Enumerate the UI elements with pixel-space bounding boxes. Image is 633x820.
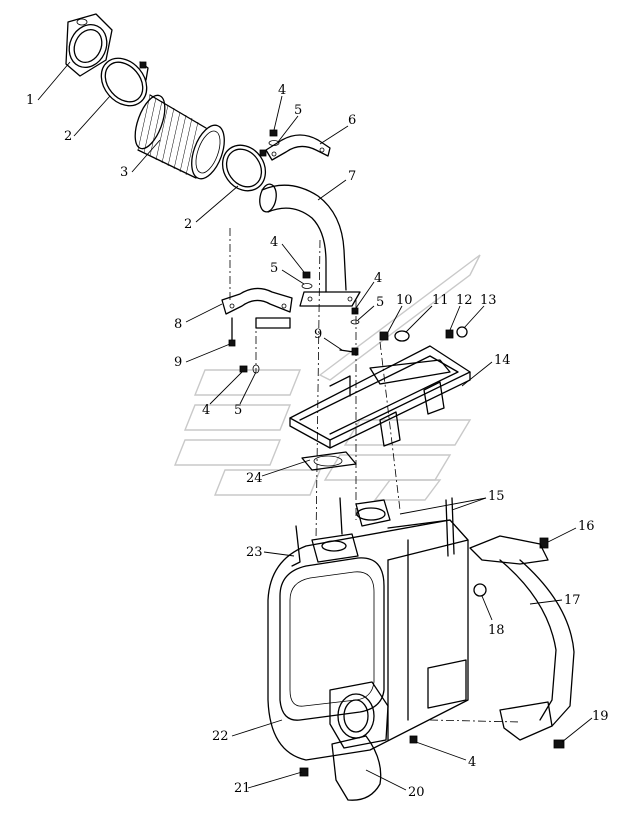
watermark-logo — [173, 254, 481, 501]
part-4-5-nut-washer-elbow — [301, 271, 313, 289]
part-7-elbow-pipe — [259, 183, 361, 307]
callout-19: 19 — [592, 709, 609, 724]
part-20-heat-shield — [331, 735, 382, 801]
part-2-clamp-ring-lower — [221, 144, 267, 192]
part-9-bolt-left — [228, 317, 236, 347]
callout-20: 20 — [408, 785, 425, 800]
part-12-bolt — [445, 329, 454, 339]
callout-22: 22 — [212, 729, 229, 744]
part-18-nut — [473, 583, 487, 597]
callout-2-lower: 2 — [184, 217, 192, 232]
part-1-flange — [65, 13, 113, 77]
part-10-nut — [379, 331, 389, 341]
part-22-front-panel — [279, 557, 389, 749]
part-16-bolt — [539, 537, 549, 549]
part-6-clamp-bracket — [265, 134, 331, 161]
part-11-washer — [394, 330, 410, 342]
callout-3: 3 — [120, 165, 128, 180]
callout-8: 8 — [174, 317, 182, 332]
part-19-bolt — [553, 739, 565, 749]
part-4-nut-bottom — [409, 735, 418, 744]
callout-4-top: 4 — [278, 83, 286, 98]
callout-5-top: 5 — [294, 103, 302, 118]
callout-6: 6 — [348, 113, 356, 128]
part-2-clamp-ring-upper — [100, 57, 149, 107]
callout-4-left: 4 — [202, 403, 210, 418]
callout-11: 11 — [432, 293, 449, 308]
callout-4-right: 4 — [374, 271, 382, 286]
callout-18: 18 — [488, 623, 505, 638]
callout-labels: 1 2 3 2 4 5 6 7 4 5 4 5 10 11 12 13 8 9 … — [26, 83, 609, 800]
callout-16: 16 — [578, 519, 595, 534]
part-17-support-bracket — [469, 535, 575, 741]
callout-5-elbow: 5 — [270, 261, 278, 276]
callout-9-left: 9 — [174, 355, 182, 370]
part-21-bolt — [299, 767, 309, 777]
callout-17: 17 — [564, 593, 581, 608]
callout-9-right: 9 — [314, 327, 322, 342]
part-13-nut — [456, 326, 468, 338]
callout-5-left: 5 — [234, 403, 242, 418]
assembly-centerlines — [229, 228, 521, 723]
callout-21: 21 — [234, 781, 251, 796]
part-15-muffler-body — [267, 497, 469, 761]
callout-14: 14 — [494, 353, 511, 368]
callout-24: 24 — [246, 471, 263, 486]
part-9-bolt-right — [339, 347, 359, 356]
leader-lines — [37, 61, 593, 791]
part-3-flexible-pipe — [134, 94, 225, 180]
callout-5-right: 5 — [376, 295, 384, 310]
callout-23: 23 — [246, 545, 263, 560]
callout-12: 12 — [456, 293, 473, 308]
callout-15: 15 — [488, 489, 505, 504]
part-4-5-nut-washer-right — [350, 307, 360, 325]
callout-4-bottom: 4 — [468, 755, 476, 770]
callout-4-elbow: 4 — [270, 235, 278, 250]
part-23-hanger-hook — [291, 525, 301, 567]
part-14-mounting-frame — [289, 345, 471, 449]
callout-13: 13 — [480, 293, 497, 308]
callout-10: 10 — [396, 293, 413, 308]
callout-2-upper: 2 — [64, 129, 72, 144]
callout-1: 1 — [26, 93, 34, 108]
callout-7: 7 — [348, 169, 356, 184]
part-24-gasket — [301, 451, 357, 471]
